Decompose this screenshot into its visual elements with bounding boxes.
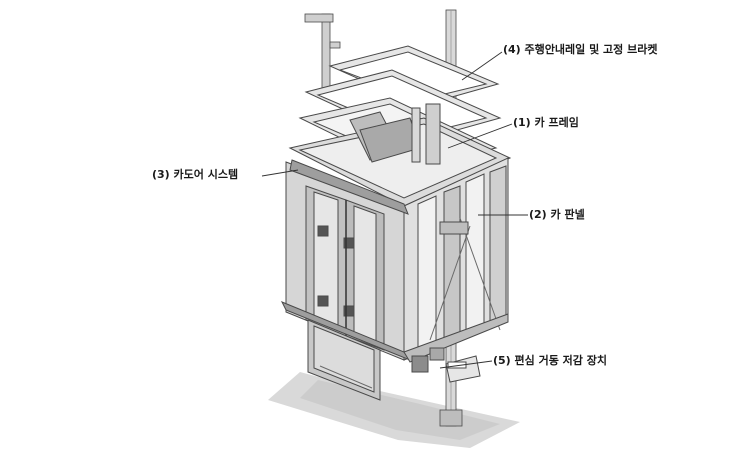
callout-damper: (5) 편심 거동 저감 장치 [493,354,607,367]
callout-car-frame: (1) 카 프레임 [513,116,579,129]
damper-device [411,347,481,383]
car-panel-right [403,157,509,361]
car-bottom [280,301,509,401]
callout-guide-rail: (4) 주행안내레일 및 고정 브라켓 [503,43,658,56]
callout-door-system: (3) 카도어 시스템 [152,168,239,181]
car-front-face [285,159,409,361]
leader-lines [261,51,528,369]
callout-car-panel: (2) 카 판넬 [529,208,585,221]
